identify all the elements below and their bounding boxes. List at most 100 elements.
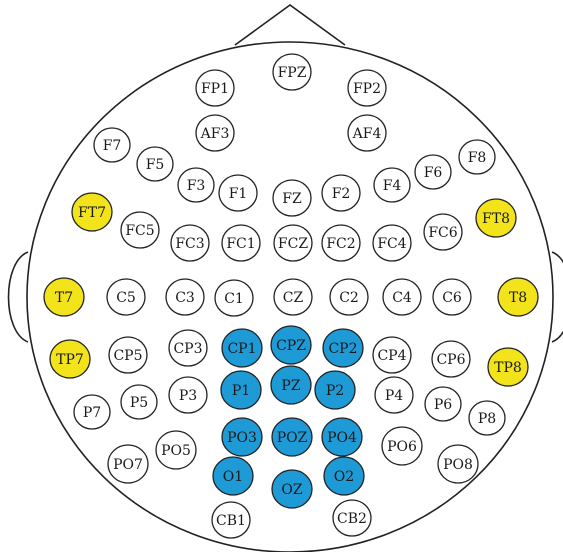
electrode-fp2: FP2	[347, 69, 387, 107]
electrode-label: FC3	[175, 236, 204, 252]
electrode-po7: PO7	[107, 444, 149, 484]
electrode-f4: F4	[373, 167, 411, 203]
electrode-label: P3	[179, 388, 197, 404]
electrode-f1: F1	[218, 174, 258, 212]
electrode-marker	[432, 278, 472, 316]
electrode-cb2: CB2	[332, 499, 372, 537]
electrode-marker	[273, 278, 313, 316]
electrode-label: FC6	[428, 225, 457, 241]
electrode-marker	[108, 336, 148, 374]
electrode-c2: C2	[329, 278, 369, 316]
electrode-tp7: TP7	[49, 339, 91, 379]
electrode-po3: PO3	[221, 417, 263, 457]
electrode-c6: C6	[432, 278, 472, 316]
electrode-label: C3	[175, 290, 195, 306]
electrode-po4: PO4	[321, 417, 363, 457]
electrode-marker	[49, 339, 91, 379]
electrode-cp5: CP5	[108, 336, 148, 374]
electrode-marker	[107, 444, 149, 484]
right-ear-outline	[551, 251, 563, 343]
electrode-label: P8	[478, 411, 496, 427]
electrode-ft8: FT8	[475, 198, 517, 238]
electrode-label: PO4	[327, 430, 357, 446]
electrode-label: TP7	[56, 352, 84, 368]
electrode-label: P4	[385, 388, 403, 404]
electrode-tp8: TP8	[487, 347, 529, 387]
electrode-marker	[271, 417, 313, 457]
electrode-label: OZ	[281, 482, 302, 498]
left-ear-outline	[7, 251, 29, 343]
electrode-marker	[73, 394, 111, 430]
electrode-label: F6	[424, 165, 443, 181]
electrode-f7: F7	[93, 127, 131, 163]
electrode-label: O2	[334, 469, 354, 485]
electrode-label: CP6	[436, 352, 465, 368]
electrode-label: PO5	[161, 443, 191, 459]
electrode-cp2: CP2	[322, 328, 364, 368]
electrode-p7: P7	[73, 394, 111, 430]
electrode-marker	[177, 167, 215, 203]
electrode-marker	[458, 139, 496, 175]
electrode-label: O1	[223, 469, 243, 485]
electrode-label: C1	[224, 291, 244, 307]
electrode-marker	[322, 328, 364, 368]
electrode-f5: F5	[136, 146, 174, 182]
electrode-label: P7	[83, 405, 101, 421]
electrode-label: C4	[392, 290, 412, 306]
electrode-marker	[414, 154, 452, 190]
electrode-marker	[214, 279, 254, 317]
electrode-marker	[272, 179, 312, 217]
electrode-fc6: FC6	[423, 213, 463, 251]
electrode-label: FC5	[125, 223, 154, 239]
electrode-fz: FZ	[272, 179, 312, 217]
electrode-t7: T7	[43, 277, 85, 317]
electrode-marker	[273, 224, 313, 262]
electrode-cp4: CP4	[372, 336, 412, 374]
nose-outline	[234, 4, 346, 46]
electrode-marker	[475, 198, 517, 238]
electrode-fcz: FCZ	[273, 224, 313, 262]
electrode-marker	[321, 224, 361, 262]
electrode-cp3: CP3	[168, 329, 208, 367]
electrode-label: C6	[442, 290, 462, 306]
electrode-label: POZ	[277, 430, 308, 446]
electrode-label: CB2	[337, 511, 367, 527]
electrode-marker	[168, 329, 208, 367]
electrode-label: CB1	[216, 513, 246, 529]
electrode-label: P1	[232, 383, 250, 399]
electrode-cp6: CP6	[431, 340, 471, 378]
electrode-o1: O1	[212, 456, 254, 496]
electrode-marker	[221, 224, 261, 262]
electrode-marker	[373, 167, 411, 203]
electrode-label: P5	[130, 395, 148, 411]
electrode-marker	[321, 417, 363, 457]
electrode-label: FC2	[326, 236, 355, 252]
electrode-marker	[347, 114, 387, 152]
electrode-f8: F8	[458, 139, 496, 175]
electrode-marker	[487, 347, 529, 387]
electrode-label: PO6	[387, 439, 417, 455]
electrode-c1: C1	[214, 279, 254, 317]
electrode-marker	[372, 224, 412, 262]
electrode-f3: F3	[177, 167, 215, 203]
electrode-label: PZ	[281, 378, 300, 394]
electrode-marker	[120, 384, 158, 420]
electrode-label: CPZ	[276, 338, 306, 354]
electrode-marker	[423, 213, 463, 251]
electrode-label: CP3	[173, 341, 202, 357]
electrode-label: AF4	[352, 126, 382, 142]
electrode-label: FP2	[353, 81, 381, 97]
electrode-fp1: FP1	[195, 69, 235, 107]
electrode-label: FT7	[78, 205, 106, 221]
electrode-marker	[218, 174, 258, 212]
electrode-f2: F2	[321, 174, 361, 212]
electrode-marker	[382, 278, 422, 316]
electrode-marker	[212, 456, 254, 496]
electrode-po8: PO8	[437, 444, 479, 484]
electrode-marker	[71, 192, 113, 232]
electrode-c3: C3	[165, 278, 205, 316]
electrode-marker	[431, 340, 471, 378]
electrode-label: CP5	[113, 348, 142, 364]
electrode-label: FP1	[201, 81, 229, 97]
